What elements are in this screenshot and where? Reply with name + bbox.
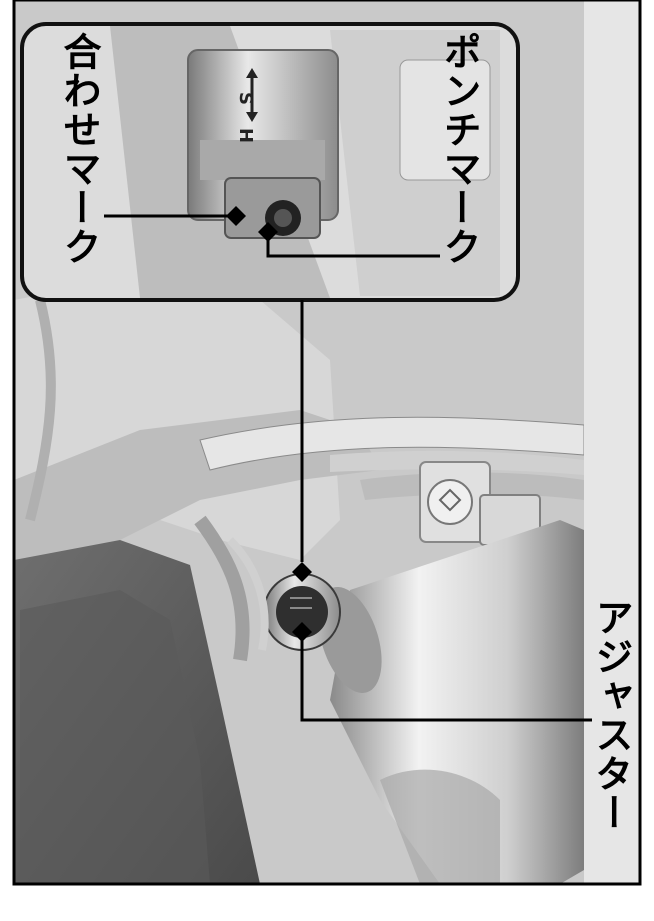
inset-detail — [20, 22, 520, 302]
adjuster-label: アジャスター — [589, 598, 633, 832]
figure-frame — [12, 0, 642, 886]
label-strip — [584, 0, 640, 884]
knob-marking-soft: S — [235, 92, 256, 105]
alignment-mark-label: 合わせマーク — [57, 32, 101, 266]
knob-marking-hard: H — [235, 128, 256, 143]
punch-mark-label: ポンチマーク — [437, 32, 481, 266]
leader-adjuster — [300, 628, 592, 722]
